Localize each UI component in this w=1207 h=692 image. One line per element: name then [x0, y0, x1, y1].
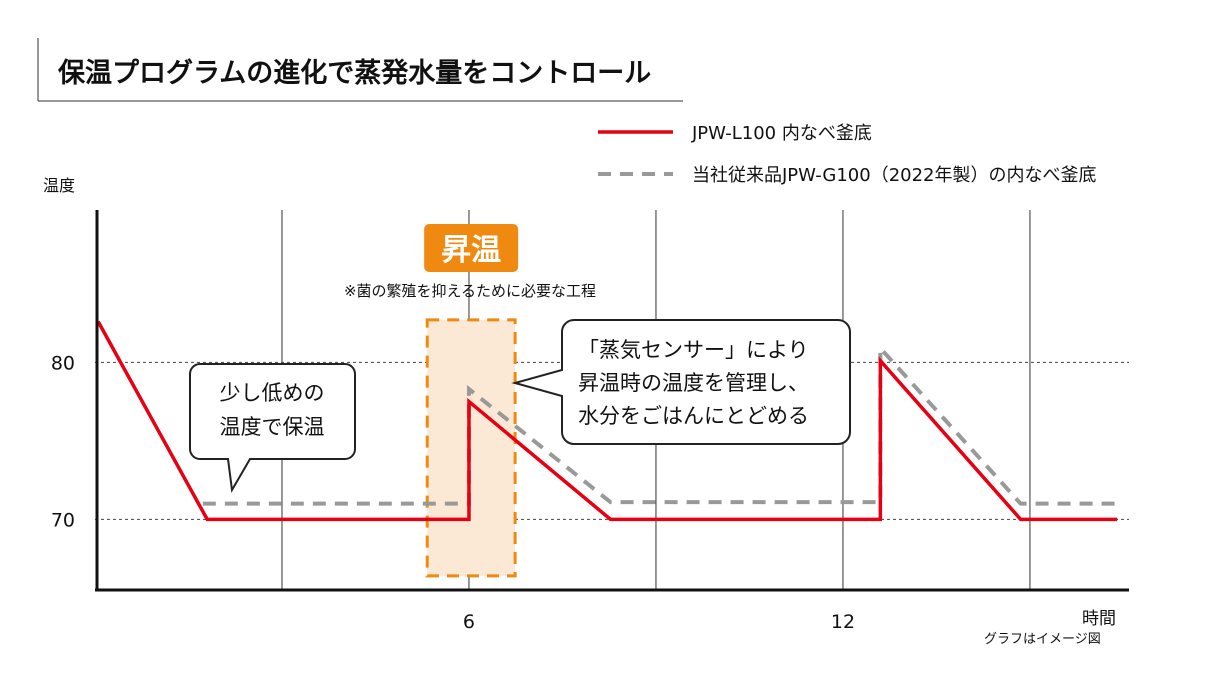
callout-steam-line1: 「蒸気センサー」により: [578, 338, 809, 362]
highlight-badge: [424, 224, 519, 272]
series-line-jpw-l100: [96, 320, 1118, 522]
callout-steam-line2: 昇温時の温度を管理し、: [578, 371, 809, 395]
highlight-region: [425, 318, 517, 578]
y-tick-label: 70: [51, 509, 75, 531]
y-tick-label: 80: [51, 352, 75, 374]
callout-low-temp-line2: 温度で保温: [220, 415, 325, 439]
legend-label: JPW-L100 内なべ釜底: [691, 123, 872, 144]
chart-note: グラフはイメージ図: [984, 632, 1101, 647]
highlight-label: 昇温: [441, 233, 501, 268]
callout-steam-sensor: [511, 319, 851, 445]
callout-steam-line3: 水分をごはんにとどめる: [578, 404, 809, 428]
x-tick-label: 6: [463, 611, 475, 633]
x-axis-label: 時間: [1082, 609, 1116, 629]
callout-low-temp-line1: 少し低めの: [220, 381, 325, 405]
highlight-note: ※菌の繁殖を抑えるために必要な工程: [344, 282, 596, 300]
x-tick-label: 12: [831, 611, 855, 633]
y-axis-label: 温度: [43, 176, 75, 195]
legend-label: 当社従来品JPW-G100（2022年製）の内なべ釜底: [692, 165, 1097, 186]
callout-low-temp: [189, 363, 356, 494]
chart-title: 保温プログラムの進化で蒸発水量をコントロール: [57, 57, 651, 89]
